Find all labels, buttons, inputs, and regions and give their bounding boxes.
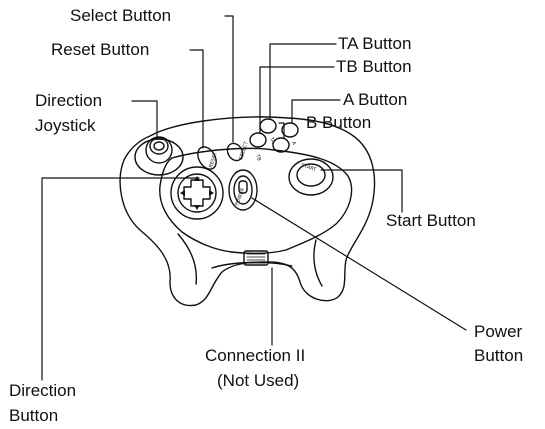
a-button-shape: [281, 122, 299, 138]
label-direction-joystick-2: Joystick: [35, 116, 96, 135]
label-connection-2: (Not Used): [217, 371, 300, 390]
label-b-button: B Button: [306, 113, 372, 132]
start-button-inner: [296, 163, 326, 187]
connection-port: [243, 250, 269, 266]
right-grip-contour: [313, 239, 323, 287]
leader-power: [251, 197, 467, 331]
power-switch-outer: [228, 169, 258, 211]
label-tb-button: TB Button: [336, 57, 412, 76]
label-power-button-1: Power: [474, 322, 523, 341]
b-button-shape: [272, 137, 290, 153]
leader-joystick: [131, 100, 158, 139]
dpad-ring: [177, 173, 217, 213]
label-select-button: Select Button: [70, 6, 172, 25]
power-switch-slider: [238, 180, 248, 194]
marking-reset: RESET: [208, 151, 219, 169]
reset-button-shape: [197, 146, 217, 170]
power-switch-inner: [233, 175, 253, 205]
leader-a: [291, 99, 341, 124]
connection-pins: [246, 253, 266, 264]
label-connection-1: Connection II: [205, 346, 306, 365]
leader-start: [320, 169, 403, 213]
start-button-outer: [288, 158, 334, 196]
leader-b: [278, 122, 285, 139]
marking-select: SELECT: [238, 140, 250, 161]
leader-reset: [189, 49, 204, 149]
dpad-outer: [170, 166, 224, 220]
connection-recess: [211, 261, 293, 269]
label-a-button: A Button: [343, 90, 408, 109]
marking-ta: TA: [268, 136, 276, 145]
controller-body: [119, 116, 376, 307]
tb-button-shape: [249, 132, 267, 148]
select-button-shape: [226, 142, 244, 162]
label-power-button-2: Button: [474, 346, 524, 365]
leader-lines: [41, 15, 467, 381]
joystick-shaft: [145, 136, 173, 164]
leader-select: [224, 15, 234, 143]
joystick-base: [134, 138, 184, 176]
label-direction-joystick-1: Direction: [35, 91, 103, 110]
marking-tb: TB: [254, 153, 262, 163]
leader-tb: [259, 66, 335, 134]
marking-start: START: [300, 162, 317, 173]
label-start-button: Start Button: [386, 211, 476, 230]
marking-a: A: [290, 141, 297, 147]
leader-ta: [269, 43, 337, 119]
leader-dpad: [41, 177, 200, 381]
joystick-cap: [149, 137, 169, 155]
label-direction-button-1: Direction: [9, 381, 77, 400]
label-reset-button: Reset Button: [51, 40, 150, 59]
label-direction-button-2: Button: [9, 406, 59, 425]
dpad-cross: [183, 179, 211, 207]
left-grip-contour: [177, 233, 198, 285]
label-ta-button: TA Button: [338, 34, 412, 53]
ta-button-shape: [259, 118, 277, 134]
dpad-arrows: [180, 176, 214, 210]
